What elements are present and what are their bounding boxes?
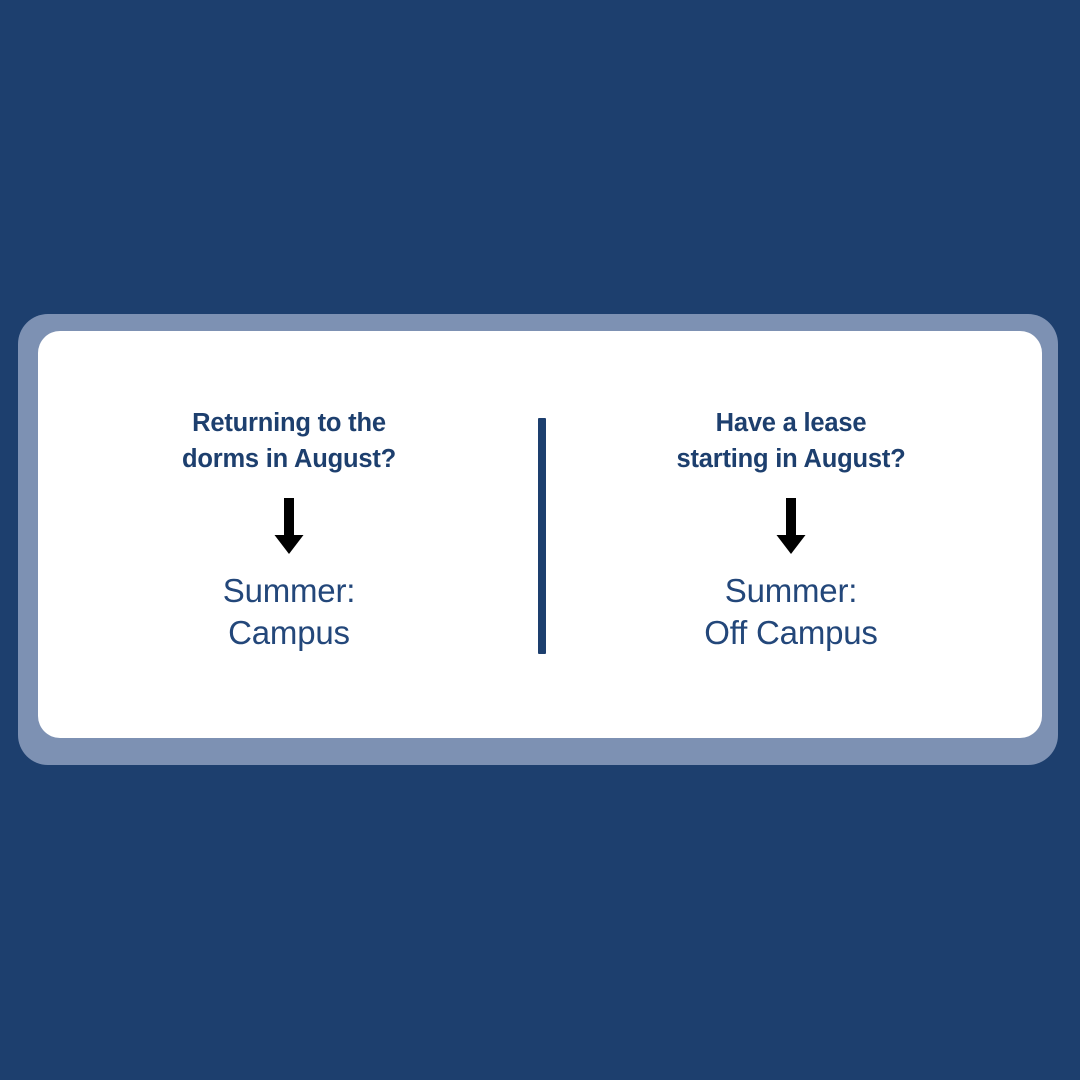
- vertical-divider: [538, 418, 546, 654]
- panel-dorms: Returning to the dorms in August? Summer…: [38, 331, 540, 738]
- panel-lease-result: Summer: Off Campus: [704, 572, 878, 651]
- panel-dorms-heading: Returning to the dorms in August?: [181, 409, 396, 473]
- panel-lease-arrow: [775, 498, 807, 554]
- panel-lease-heading: Have a lease starting in August?: [676, 409, 906, 473]
- down-arrow-icon: [274, 498, 304, 554]
- panel-dorms-arrow: [273, 498, 305, 554]
- down-arrow-icon: [776, 498, 806, 554]
- panel-dorms-result: Summer: Campus: [222, 572, 356, 651]
- panel-lease: Have a lease starting in August? Summer:…: [540, 331, 1042, 738]
